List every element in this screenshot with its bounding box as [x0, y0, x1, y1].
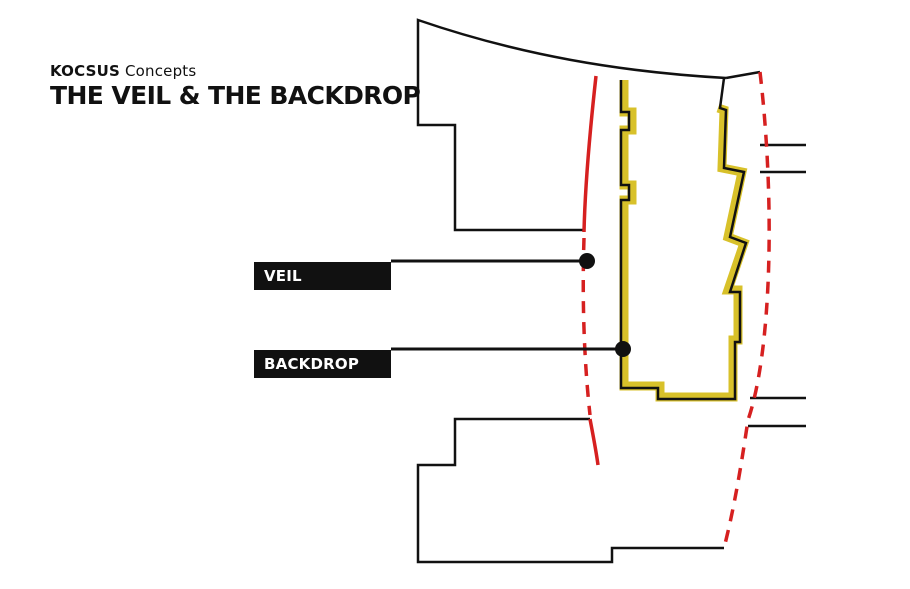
backdrop-dot — [615, 341, 631, 357]
veil-dot — [579, 253, 595, 269]
title-block: KOCSUS Concepts THE VEIL & THE BACKDROP — [50, 62, 421, 111]
veil-solid-lower — [588, 418, 600, 466]
veil-solid-upper — [582, 75, 598, 233]
backdrop-wall — [619, 77, 750, 402]
brand-name: KOCSUS — [50, 62, 120, 80]
upper-left-building-outline — [416, 18, 727, 232]
brand-line: KOCSUS Concepts — [50, 62, 420, 80]
veil-label: VEIL — [254, 262, 391, 290]
right-dashed-curve — [722, 71, 771, 549]
backdrop-label: BACKDROP — [254, 350, 391, 378]
lower-building-outline — [416, 417, 724, 564]
upper-right-roof-outline — [725, 70, 761, 80]
brand-suffix: Concepts — [124, 62, 197, 80]
page-title: THE VEIL & THE BACKDROP — [50, 81, 421, 110]
backdrop-outline — [619, 77, 748, 401]
